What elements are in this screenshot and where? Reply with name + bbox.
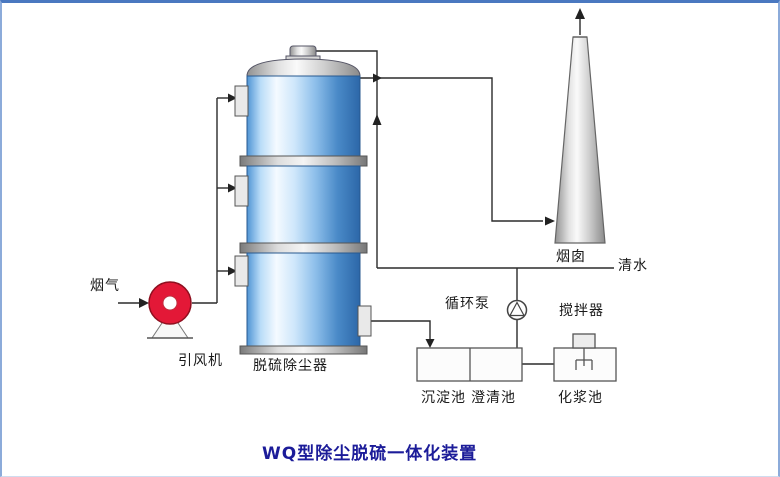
label-circulation-pump: 循环泵 [445, 296, 490, 312]
flow-arrows [139, 8, 585, 348]
inlet-flange-2 [234, 175, 249, 207]
tower-plate-2 [239, 242, 368, 254]
label-flue-gas: 烟气 [90, 278, 120, 294]
gas-outlet-arrow [373, 73, 382, 83]
tower-base-plate [239, 345, 368, 355]
fan-to-tower-pipe [192, 98, 218, 304]
label-induced-draft-fan: 引风机 [178, 353, 223, 369]
diagram-title: WQ型除尘脱硫一体化装置 [262, 444, 478, 464]
label-clarification-tank: 澄清池 [471, 390, 516, 406]
drain-down-arrow [425, 339, 435, 348]
process-diagram [118, 8, 617, 382]
label-clean-water: 清水 [618, 258, 648, 274]
slurry-tank-shape [553, 333, 617, 382]
pipe-network [118, 18, 614, 365]
tower-lid [246, 58, 361, 77]
flue-gas-arrow [139, 298, 149, 308]
tower-section-3 [246, 252, 361, 347]
drain-flange [357, 305, 372, 337]
settling-clarification-tank [416, 347, 523, 382]
stage1-inlet-arrow [228, 93, 237, 103]
label-slurry-tank: 化浆池 [558, 390, 603, 406]
label-sedimentation-tank: 沉淀池 [421, 390, 466, 406]
agitator-icon [572, 333, 596, 370]
circulation-spray-pipe [315, 50, 378, 268]
tower-plate-1 [239, 155, 368, 167]
chimney-inlet-arrow [545, 216, 555, 226]
label-agitator: 搅拌器 [559, 303, 604, 319]
chimney-shape [554, 36, 606, 244]
label-chimney: 烟囱 [556, 249, 586, 265]
fan-icon [147, 281, 193, 339]
tower-drain-pipe [371, 320, 431, 339]
label-dust-collector: 脱硫除尘器 [253, 358, 328, 374]
tower-section-2 [246, 165, 361, 244]
circulation-up-arrow [372, 114, 382, 125]
inlet-flange-3 [234, 255, 249, 287]
scrubber-tower [234, 45, 372, 355]
inlet-flange-1 [234, 85, 249, 117]
tower-section-1 [246, 75, 361, 157]
chimney-top-arrow [575, 8, 585, 19]
stage2-inlet-arrow [228, 183, 237, 193]
stage3-inlet-arrow [228, 266, 237, 276]
gas-outlet-pipe [360, 77, 543, 222]
pump-icon [506, 299, 528, 321]
